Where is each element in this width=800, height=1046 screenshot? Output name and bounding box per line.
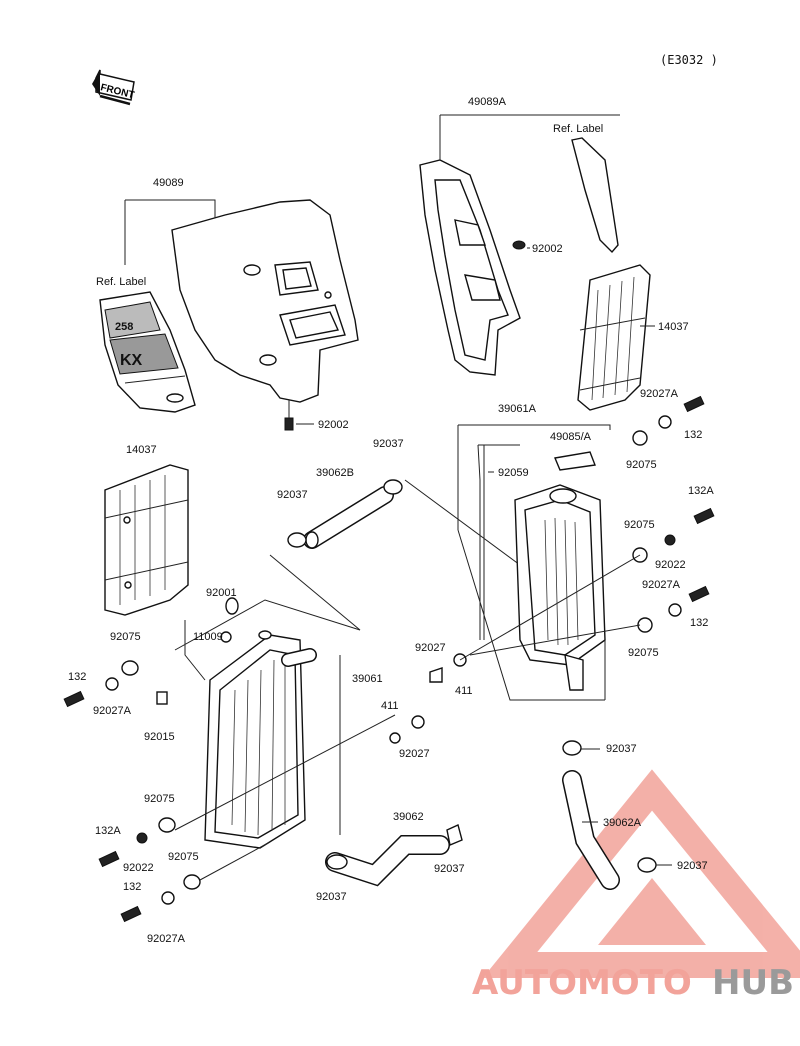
right-radiator-guard-14037 [577,264,651,411]
part-label: 92037 [606,743,637,755]
part-label: 92037 [677,860,708,872]
part-label: 49089A [468,96,507,108]
part-label: 92075 [168,851,199,863]
part-label: 39062 [393,811,424,823]
part-label: 132 [690,617,708,629]
diagram-code: (E3032 ) [660,53,718,67]
fasteners [63,395,715,923]
part-label: 49089 [153,177,184,189]
part-label: 92059 [498,467,529,479]
left-shroud-49089 [171,199,359,431]
watermark-triangle-outer [482,769,800,978]
part-label: 14037 [658,321,689,333]
part-label: 92027A [93,705,132,717]
hose-39062B [269,479,521,631]
part-label: 132A [95,825,121,837]
left-radiator-39061 [174,599,361,849]
part-label: 411 [455,685,473,697]
part-label: 132 [68,671,86,683]
part-label: 92037 [277,489,308,501]
part-labels: 49089 49089A Ref. Label Ref. Label 92002… [68,96,714,945]
part-label: 39061A [498,403,537,415]
part-label: 39062B [316,467,354,479]
label-decal-number: 258 [115,321,133,333]
watermark-text: AUTOMOTO HUB [472,963,794,1003]
part-label: 92075 [628,647,659,659]
part-label: 92037 [373,438,404,450]
part-label: 92022 [123,862,154,874]
part-label: 92027A [642,579,681,591]
part-label: 92027 [399,748,430,760]
hose-39062A [562,770,620,890]
part-label: 92015 [144,731,175,743]
part-label: 92027A [640,388,679,400]
part-label: 92037 [434,863,465,875]
part-label: 92027 [415,642,446,654]
part-label: 39061 [352,673,383,685]
part-label: 92022 [655,559,686,571]
part-label: 132A [688,485,714,497]
left-label-decal: 258 KX [99,291,196,413]
left-radiator-guard-14037 [104,464,189,616]
right-radiator-39061A [457,424,611,701]
hose-39062 [325,835,450,887]
part-label: 14037 [126,444,157,456]
right-shroud-49089A [419,114,620,376]
watermark-triangle-inner [598,878,706,945]
tube-92059 [477,444,520,640]
part-label: Ref. Label [553,123,603,135]
part-label: 92002 [318,419,349,431]
part-label: 92037 [316,891,347,903]
part-label: 11009 [193,631,223,643]
part-label: 39062A [603,817,642,829]
part-label: 49085/A [550,431,592,443]
part-label: 92002 [532,243,563,255]
right-ref-label-strip [571,137,619,254]
leader-lines [296,247,672,866]
watermark-text-part1: AUTOMOTO [472,963,692,1003]
part-label: 92027A [147,933,186,945]
watermark-logo [482,769,800,978]
part-label: Ref. Label [96,276,146,288]
front-arrow-icon: FRONT [92,69,135,106]
watermark-text-part2: HUB [712,963,794,1003]
part-label: 132 [684,429,702,441]
part-label: 132 [123,881,141,893]
part-label: 411 [381,700,399,712]
part-label: 92075 [626,459,657,471]
part-label: 92075 [110,631,141,643]
part-label: 92075 [144,793,175,805]
label-decal-logo: KX [120,352,143,369]
part-label: 92075 [624,519,655,531]
plate-49085A [554,451,596,471]
part-label: 92001 [206,587,237,599]
